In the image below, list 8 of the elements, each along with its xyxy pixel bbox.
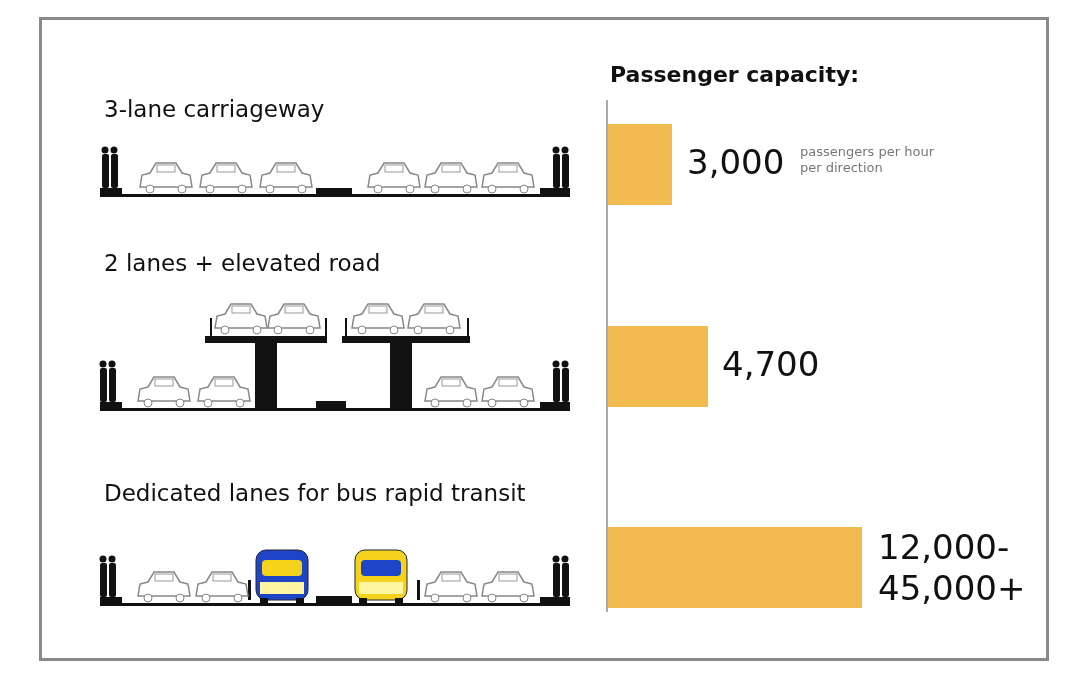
capacity-value: 12,000- 45,000+ <box>878 527 1027 609</box>
section-title: 3-lane carriageway <box>104 96 325 122</box>
capacity-value: 3,000 <box>687 142 785 182</box>
chart-heading: Passenger capacity: <box>610 62 860 87</box>
section-title: 2 lanes + elevated road <box>104 250 381 276</box>
capacity-value: 4,700 <box>722 344 820 384</box>
section-title: Dedicated lanes for bus rapid transit <box>104 480 526 506</box>
unit-note: passengers per hour per direction <box>800 144 935 176</box>
